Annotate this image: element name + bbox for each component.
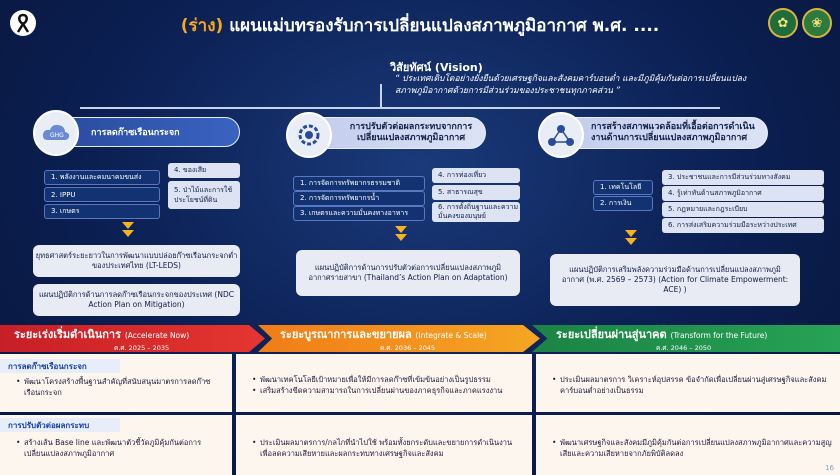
sub-item: 3. ประชาชนและการมีส่วนร่วมทางสังคม [662,170,824,185]
connector-line [380,84,382,108]
vision-title: วิสัยทัศน์ (Vision) [390,61,483,74]
vision-text: “ ประเทศเติบโตอย่างยั่งยืนด้วยเศรษฐกิจแล… [395,74,747,96]
sub-item: 4. การท่องเที่ยว [432,168,520,183]
sub-item: 5. กฎหมายและกฎระเบียบ [662,202,824,217]
sub-item: 5. สาธารณสุข [432,185,520,200]
sub-item: 1. พลังงานและคมนาคมขนส่ง [44,170,160,185]
down-arrow-icon [625,230,637,237]
page-number: 16 [825,464,834,472]
connector-line [80,107,720,109]
goal-adaptation: การปรับตัวต่อผลกระทบจากการเปลี่ยนแปลงสภา… [308,117,486,149]
page-title: (ร่าง) แผนแม่บทรองรับการเปลี่ยนแปลงสภาพภ… [180,16,660,36]
cell-adaptation-phase2: ประเมินผลมาตรการ/กลไกที่นำไปใช้ พร้อมทั้… [236,415,532,475]
sub-item: 6. การตั้งถิ่นฐานและความมั่นคงของมนุษย์ [432,202,520,222]
phase-integrate: ระยะบูรณาการและขยายผล (Integrate & Scale… [258,325,540,352]
ghg-cloud-icon: GHG [33,110,79,156]
sub-item: 4. รู้เท่าทันด้านสภาพภูมิอากาศ [662,186,824,201]
plan-adaptation: แผนปฏิบัติการด้านการปรับตัวต่อการเปลี่ยน… [296,250,520,296]
sub-item: 5. ป่าไม้และการใช้ประโยชน์ที่ดิน [168,181,240,209]
department-logo: ❀ [802,8,832,38]
sub-item: 6. การส่งเสริมความร่วมมือระหว่างประเทศ [662,218,824,233]
sub-item: 3. เกษตรและความมั่นคงทางอาหาร [293,206,425,221]
sub-item: 1. การจัดการทรัพยากรธรรมชาติ [293,176,425,191]
sub-item: 4. ของเสีย [168,163,240,178]
cell-mitigation-phase2: พัฒนาเทคโนโลยีเป้าหมายเพื่อให้มีการลดก๊า… [236,354,532,412]
plan-ndc: แผนปฏิบัติการด้านการลดก๊าซเรือนกระจกของป… [33,284,240,316]
cell-adaptation-phase3: พัฒนาเศรษฐกิจและสังคมมีภูมิคุ้มกันต่อการ… [536,415,840,475]
ministry-logo: ✿ [768,8,798,38]
goal-enabling: การสร้างสภาพแวดล้อมที่เอื้อต่อการดำเนินง… [560,117,768,149]
down-arrow-icon [395,226,407,233]
adaptation-gear-icon [286,112,332,158]
down-arrow-icon [395,234,407,241]
svg-text:GHG: GHG [50,132,64,139]
sub-item: 1. เทคโนโลยี [593,180,653,195]
ribbon-icon [10,10,36,36]
sub-item: 3. เกษตร [44,204,160,219]
down-arrow-icon [625,238,637,245]
sub-item: 2. การจัดการทรัพยากรน้ำ [293,191,425,206]
sub-item: 2. การเงิน [593,196,653,211]
cell-mitigation-phase3: ประเมินผลมาตรการ วิเคราะห์อุปสรรค ข้อจำก… [536,354,840,412]
down-arrow-icon [122,230,134,237]
phase-accelerate: ระยะเร่งเริ่มดำเนินการ (Accelerate Now) … [0,325,265,352]
plan-lt-leds: ยุทธศาสตร์ระยะยาวในการพัฒนาแบบปล่อยก๊าซเ… [33,245,240,277]
row-head-adaptation: การปรับตัวต่อผลกระทบ [0,418,120,432]
goal-mitigation: การลดก๊าซเรือนกระจก [60,117,240,147]
sub-item: 2. IPPU [44,187,160,202]
phase-transform: ระยะเปลี่ยนผ่านสู่นาคต (Transform for th… [532,325,840,352]
plan-ace: แผนปฏิบัติการเสริมพลังความร่วมมือด้านการ… [550,254,800,306]
network-icon [538,112,584,158]
row-head-mitigation: การลดก๊าซเรือนกระจก [0,359,120,373]
down-arrow-icon [122,222,134,229]
